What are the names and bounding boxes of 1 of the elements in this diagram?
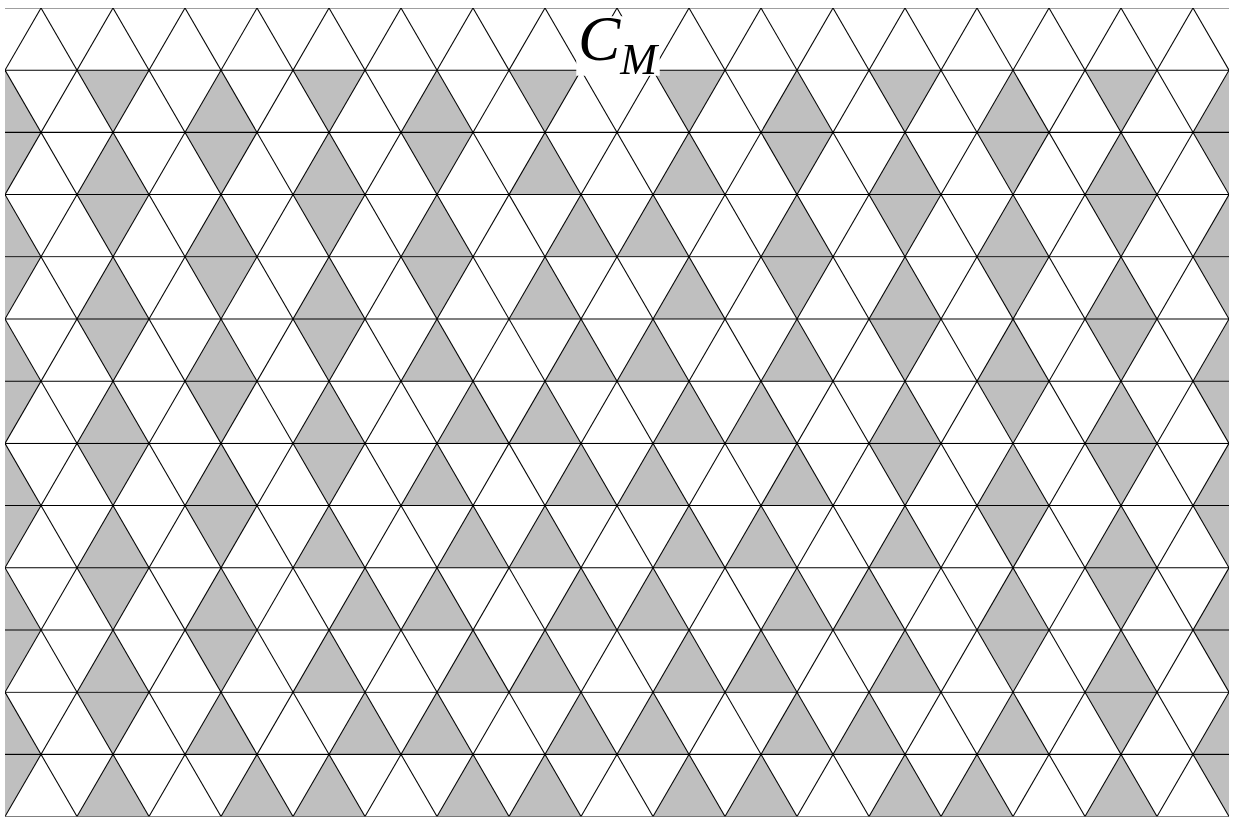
lattice-label: C$_{M}$ bbox=[576, 16, 660, 76]
